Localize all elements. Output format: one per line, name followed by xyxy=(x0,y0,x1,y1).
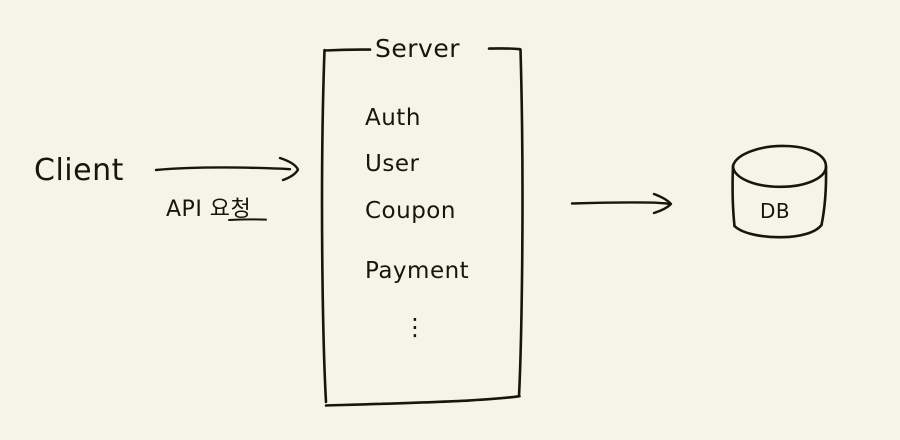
server-title: Server xyxy=(375,34,460,63)
request-arrow-head xyxy=(278,156,300,182)
database-right-wall xyxy=(820,165,828,227)
client-label: Client xyxy=(34,153,124,188)
server-border-left xyxy=(320,48,328,404)
database-node[interactable]: DB xyxy=(731,144,828,239)
db-arrow-head xyxy=(652,192,673,215)
server-service-list: Auth User Coupon Payment ⋮ xyxy=(365,105,469,341)
request-arrow-shaft xyxy=(154,166,292,172)
request-arrow-label-underline xyxy=(228,218,267,221)
database-bottom-curve xyxy=(733,223,823,239)
client-node[interactable]: Client xyxy=(34,153,124,188)
database-label: DB xyxy=(760,199,790,223)
database-top-ellipse xyxy=(731,144,828,189)
server-item-payment[interactable]: Payment xyxy=(365,258,469,284)
request-arrow[interactable]: API 요청 xyxy=(154,156,300,222)
server-border-right xyxy=(517,48,524,398)
server-item-auth[interactable]: Auth xyxy=(365,105,421,131)
request-arrow-label: API 요청 xyxy=(166,197,251,222)
db-arrow[interactable] xyxy=(570,192,673,215)
server-border-top-left xyxy=(323,48,372,52)
server-node[interactable]: Server Auth User Coupon Payment ⋮ xyxy=(320,34,524,407)
server-item-coupon[interactable]: Coupon xyxy=(365,198,456,224)
server-item-ellipsis: ⋮ xyxy=(403,313,427,341)
server-border-bottom xyxy=(324,394,521,407)
server-item-user[interactable]: User xyxy=(365,151,419,177)
server-border-top-right xyxy=(487,47,522,51)
database-left-wall xyxy=(731,164,736,228)
db-arrow-shaft xyxy=(570,201,671,205)
